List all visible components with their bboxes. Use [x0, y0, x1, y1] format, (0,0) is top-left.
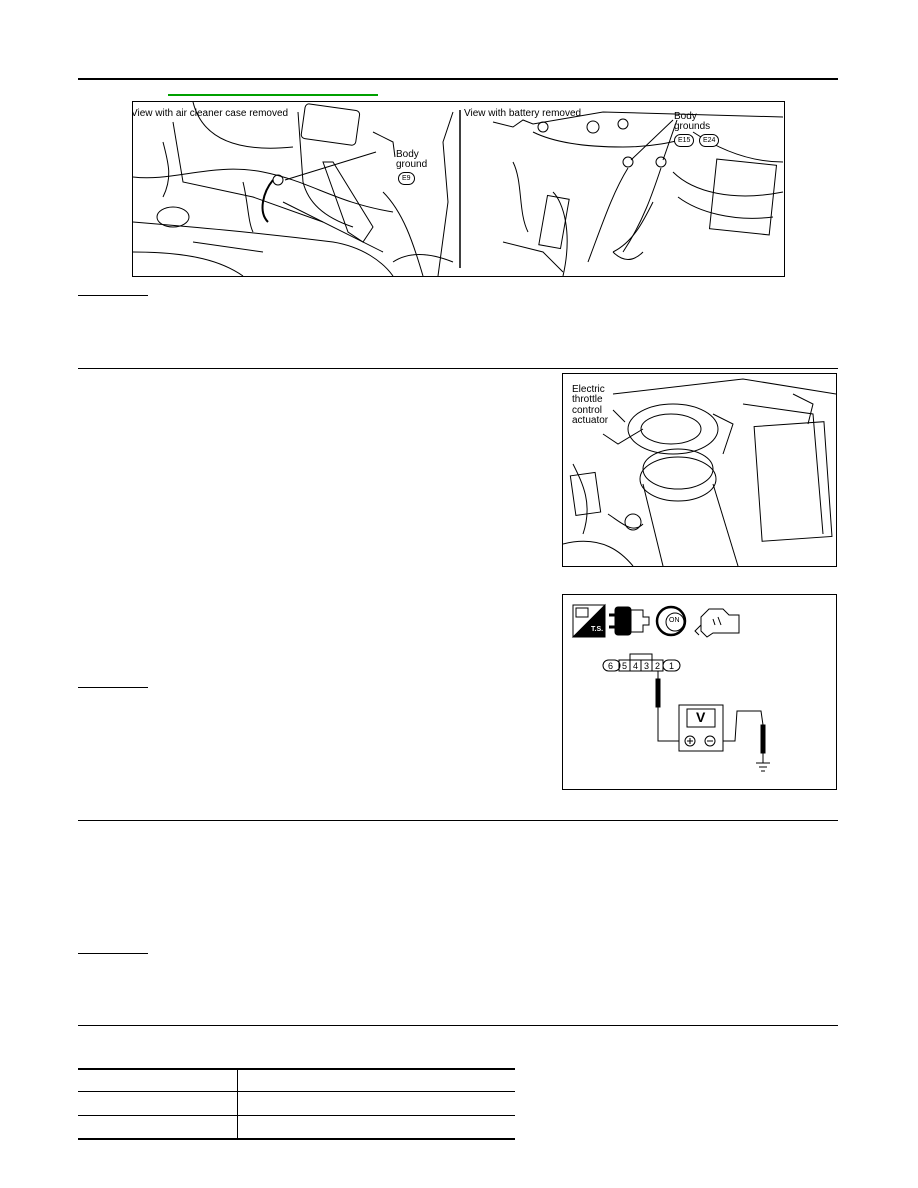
- table-bottom-rule: [78, 1138, 515, 1140]
- voltmeter-label: V: [696, 709, 706, 725]
- throttle-actuator-figure: Electric throttle control actuator: [562, 373, 837, 567]
- actuator-callout-line1: Electric: [572, 384, 605, 395]
- throttle-illustration: [563, 378, 836, 566]
- actuator-callout-line2: throttle: [572, 394, 603, 405]
- connector-tag-e15: E15: [674, 134, 695, 147]
- terminal-4: 4: [633, 661, 639, 671]
- reference-link[interactable]: [168, 94, 378, 96]
- terminal-5: 5: [622, 661, 628, 671]
- connector-tag-e24: E24: [699, 134, 720, 147]
- terminal-3: 3: [644, 661, 650, 671]
- ok-ng-underline-1: [78, 295, 148, 296]
- right-callout-line1: Body: [674, 111, 697, 122]
- table-top-rule: [78, 1068, 515, 1070]
- body-ground-figure: View with air cleaner case removed Body …: [132, 101, 785, 277]
- ignition-on-label: ON: [669, 617, 680, 624]
- connector-tag-e9: E9: [398, 172, 415, 185]
- left-view-caption: View with air cleaner case removed: [132, 108, 289, 119]
- actuator-callout-line4: actuator: [572, 415, 609, 426]
- terminal-6: 6: [608, 661, 614, 671]
- ok-ng-underline-3: [78, 953, 148, 954]
- voltage-check-figure: T.S. ON 6 5 4 3 2 1 V: [562, 594, 837, 790]
- section-rule-3: [78, 1025, 838, 1026]
- terminal-2: 2: [655, 661, 661, 671]
- actuator-callout-line3: control: [572, 405, 603, 416]
- ok-ng-underline-2: [78, 687, 148, 688]
- section-rule-2: [78, 820, 838, 821]
- terminal-1: 1: [669, 661, 675, 671]
- right-callout-line2: grounds: [674, 121, 711, 132]
- table-column-separator: [237, 1068, 238, 1139]
- section-rule-1: [78, 368, 838, 369]
- right-view-caption: View with battery removed: [464, 108, 582, 119]
- ts-icon-label: T.S.: [591, 626, 604, 633]
- table-row-rule-1: [78, 1091, 515, 1092]
- left-callout-line1: Body: [396, 149, 419, 160]
- voltage-check-diagram: [571, 603, 770, 772]
- table-row-rule-2: [78, 1115, 515, 1116]
- header-rule: [78, 78, 838, 80]
- left-callout-line2: ground: [396, 159, 428, 170]
- engine-bay-illustration: [133, 102, 784, 276]
